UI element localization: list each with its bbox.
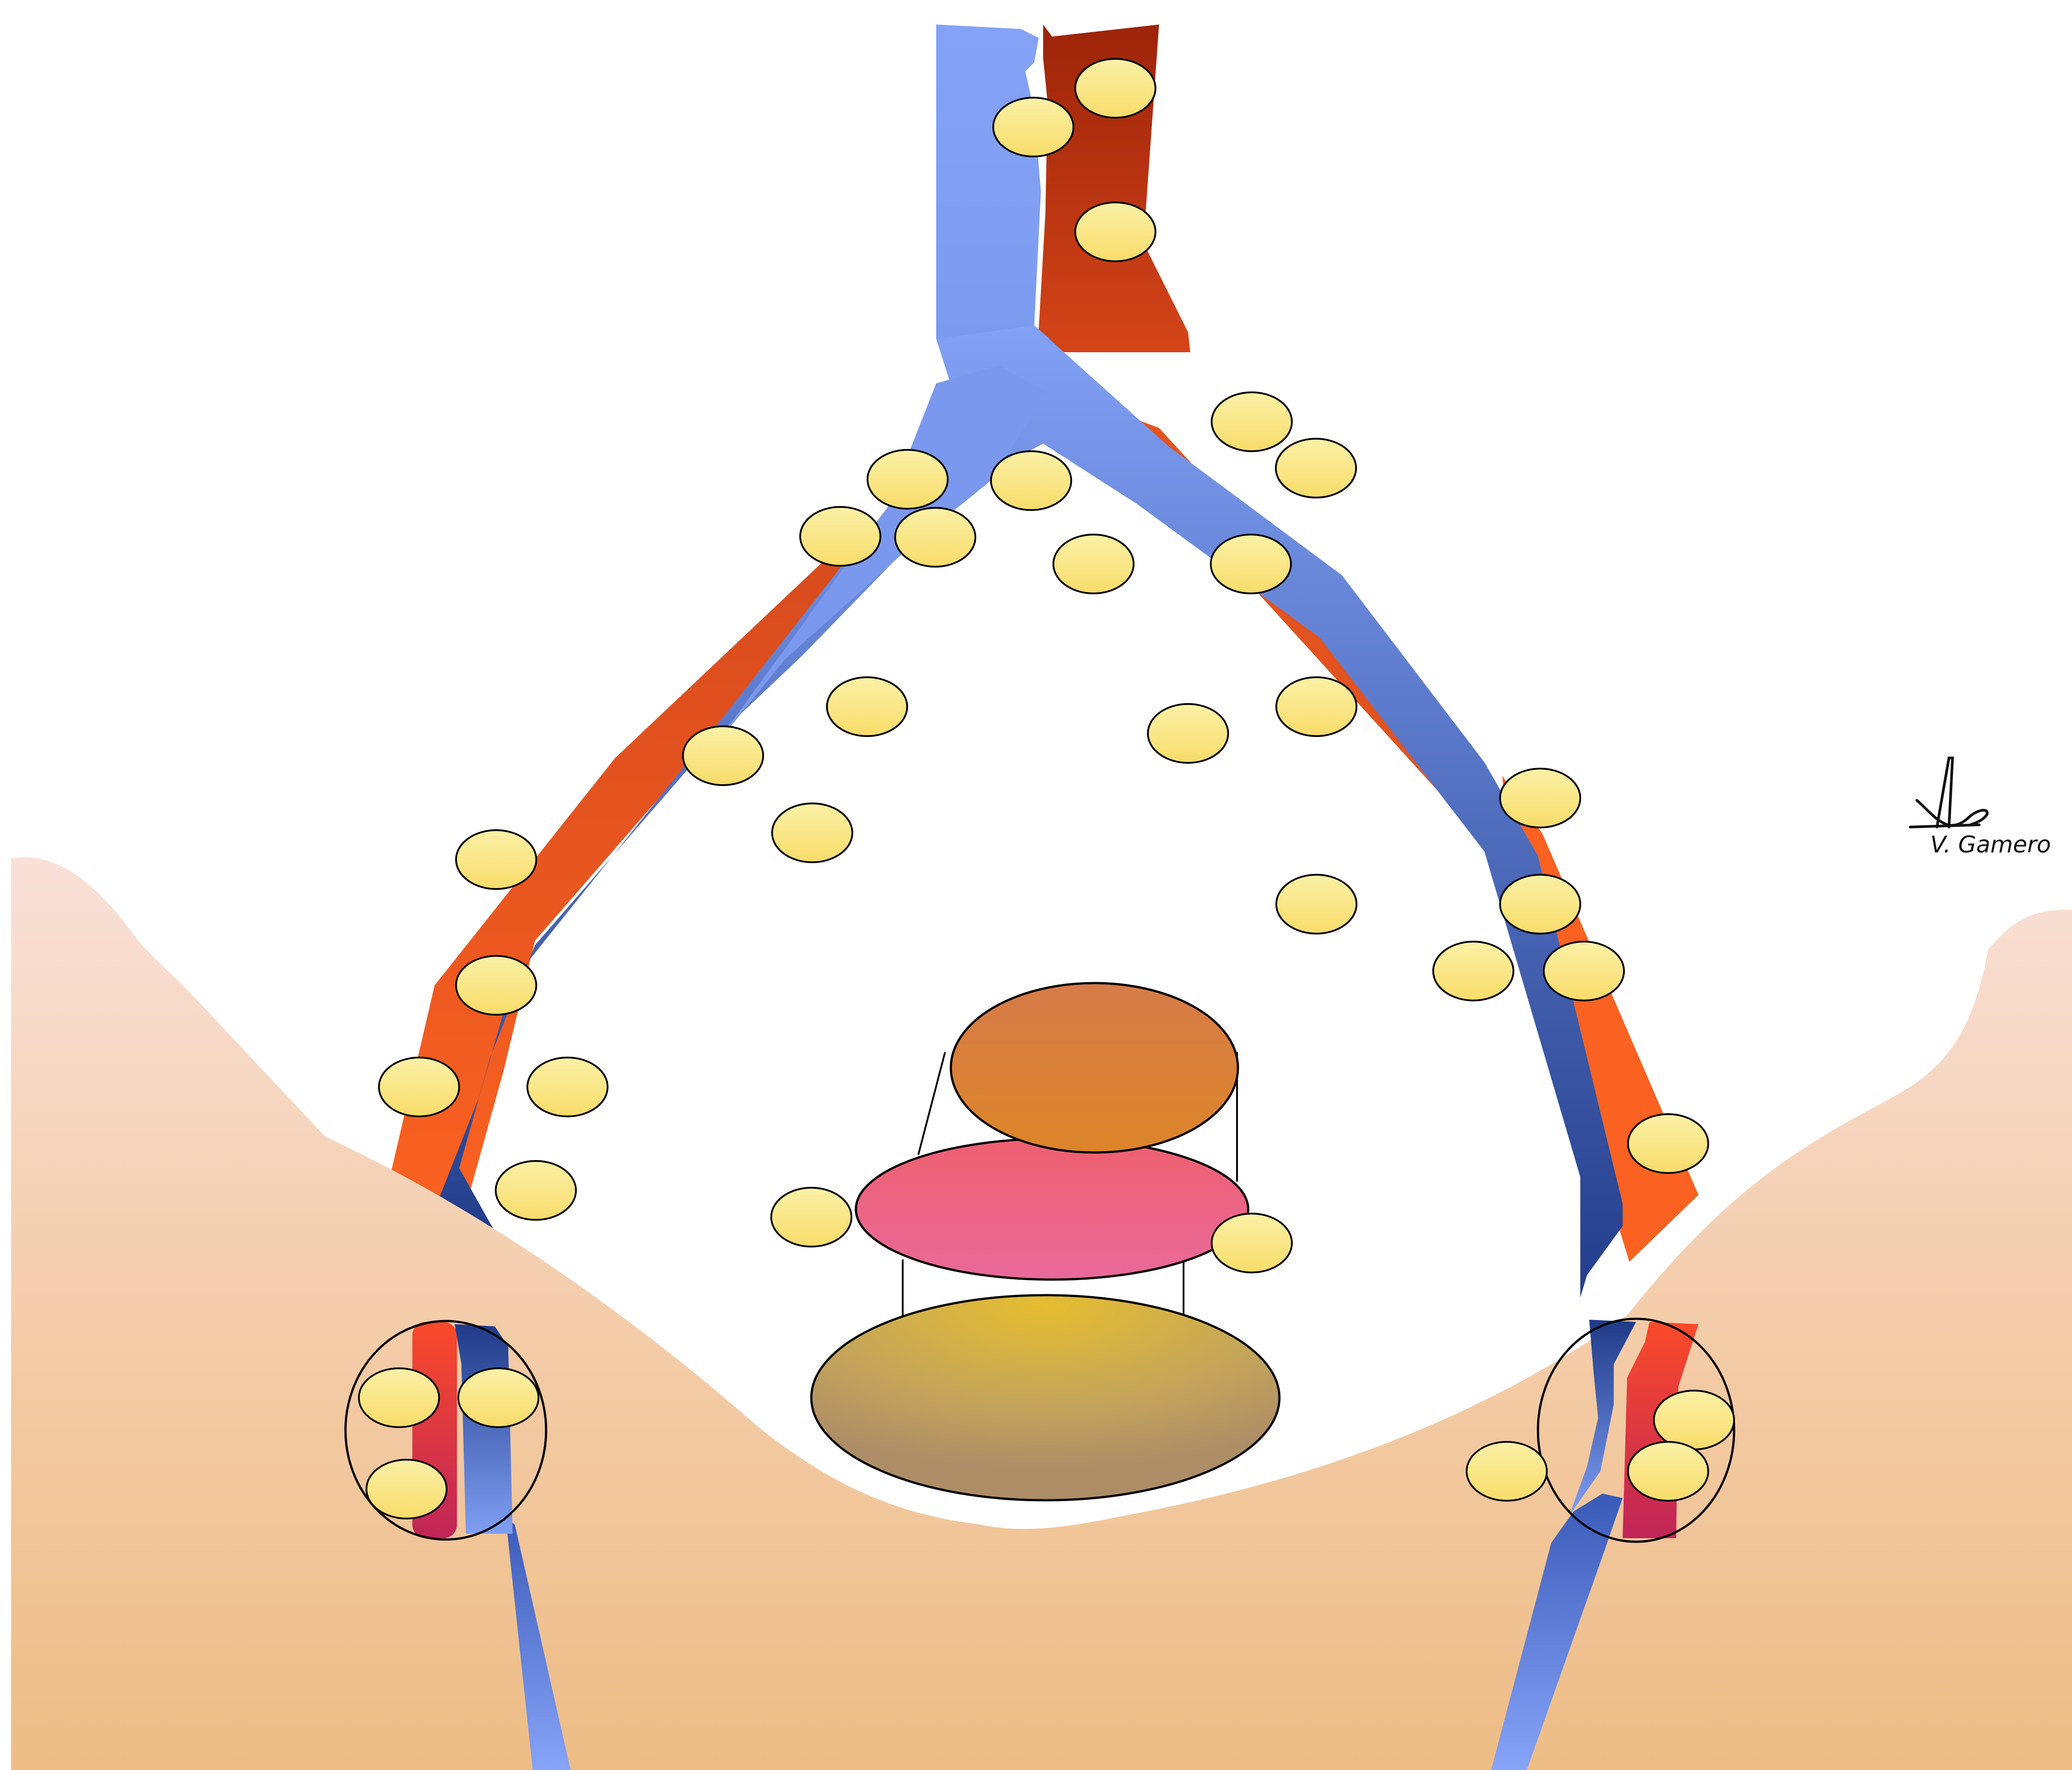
signature-text: V. Gamero — [1930, 831, 2051, 858]
label-blank-node — [991, 451, 1071, 510]
label-blank-node — [827, 677, 907, 736]
label-blank-node — [1276, 439, 1356, 498]
label-blank-node — [359, 1368, 439, 1427]
label-blank-node — [772, 803, 852, 862]
label-blank-node — [1500, 875, 1580, 934]
label-blank-node — [1433, 942, 1513, 1000]
label-blank-node — [496, 1161, 576, 1220]
label-blank-node — [527, 1058, 608, 1116]
label-blank-node — [800, 507, 880, 566]
label-blank-node — [1467, 1442, 1547, 1501]
label-blank-node — [1500, 769, 1580, 827]
label-blank-node — [456, 830, 536, 889]
label-blank-node — [1053, 535, 1134, 593]
label-blank-node — [683, 726, 763, 785]
label-blank-node — [456, 956, 536, 1015]
label-blank-node — [1212, 1214, 1292, 1272]
upper-organ-disc — [951, 983, 1238, 1153]
label-blank-node — [1654, 1391, 1734, 1449]
label-blank-node — [771, 1188, 851, 1247]
label-blank-node — [1211, 535, 1291, 593]
label-blank-node — [1628, 1442, 1708, 1501]
middle-organ-disc — [856, 1139, 1248, 1280]
label-blank-node — [1148, 704, 1228, 763]
label-blank-node — [1212, 392, 1292, 451]
label-blank-node — [867, 450, 948, 509]
label-blank-node — [993, 98, 1073, 156]
label-blank-node — [458, 1368, 539, 1427]
label-blank-node — [1544, 942, 1624, 1000]
label-blank-node — [1276, 677, 1357, 736]
label-blank-node — [1276, 875, 1357, 934]
label-blank-node — [1628, 1114, 1708, 1173]
label-blank-node — [1075, 202, 1155, 261]
lower-organ-disc — [811, 1295, 1279, 1500]
label-blank-node — [895, 508, 975, 567]
label-blank-node — [379, 1058, 459, 1116]
label-blank-node — [1075, 59, 1155, 118]
label-blank-node — [366, 1460, 447, 1519]
